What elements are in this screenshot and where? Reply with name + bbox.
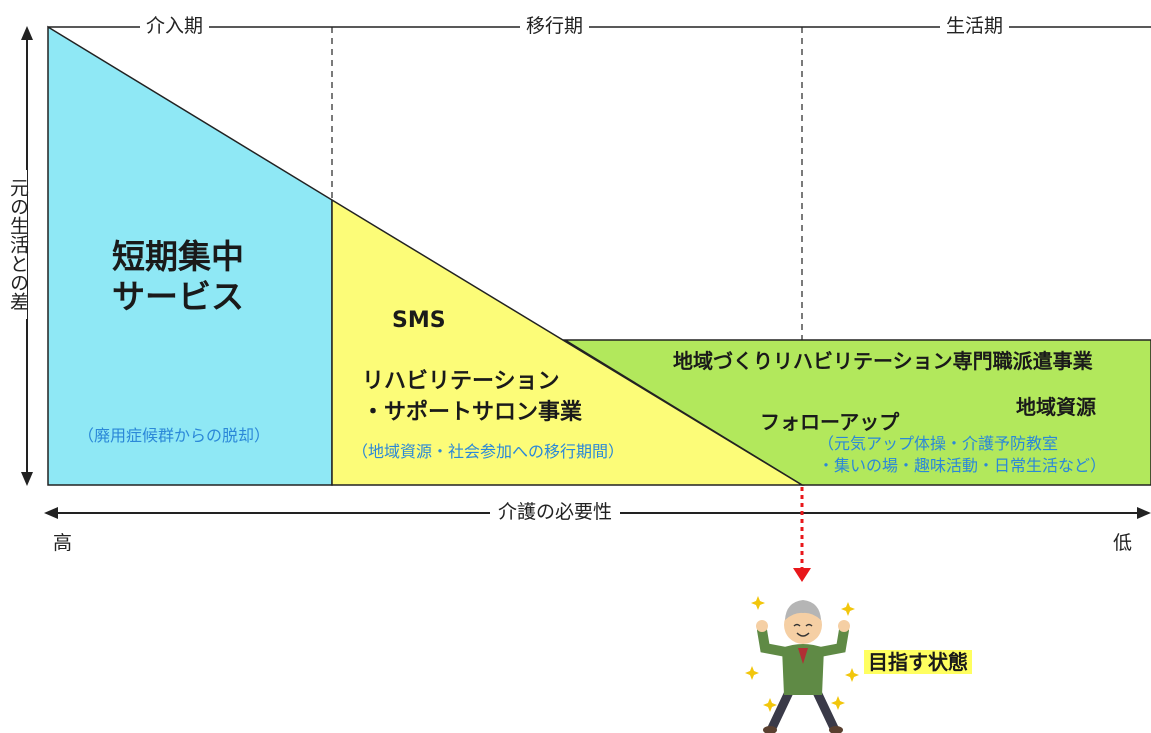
goal-arrow-head	[793, 568, 811, 582]
sms-region	[331, 198, 805, 486]
x-axis-label: 介護の必要性	[490, 503, 621, 522]
x-axis-left-end-label: 高	[53, 532, 73, 554]
x-axis-right-end-label: 低	[1113, 532, 1133, 554]
community-note-line1: （元気アップ体操・介護予防教室	[818, 434, 1059, 453]
community-note-line2: ・集いの場・趣味活動・日常生活など）	[818, 456, 1107, 475]
phase-label-living: 生活期	[940, 17, 1010, 36]
x-axis-arrow-left	[44, 507, 58, 519]
short-term-title-line2: サービス	[112, 277, 244, 316]
happy-elderly-person-illustration	[745, 596, 859, 733]
community-resources: 地域資源	[1016, 395, 1096, 419]
y-axis-label: 元の生活との差	[7, 170, 29, 319]
y-axis-arrow-down	[21, 472, 33, 486]
phase-label-intervention: 介入期	[140, 17, 210, 36]
short-term-note: （廃用症候群からの脱却）	[78, 426, 271, 445]
sms-title-line2: ・サポートサロン事業	[362, 400, 583, 425]
community-followup: フォローアップ	[760, 410, 900, 434]
sms-title: SMS	[392, 308, 446, 333]
sms-title-line1: リハビリテーション	[362, 369, 560, 394]
phase-label-transition: 移行期	[520, 17, 590, 36]
short-term-title-line1: 短期集中	[112, 237, 244, 276]
y-axis-arrow-up	[21, 26, 33, 40]
sms-note: （地域資源・社会参加への移行期間）	[352, 442, 625, 461]
community-title: 地域づくりリハビリテーション専門職派遣事業	[673, 349, 1093, 373]
goal-label: 目指す状態	[864, 650, 972, 674]
x-axis-arrow-right	[1137, 507, 1151, 519]
